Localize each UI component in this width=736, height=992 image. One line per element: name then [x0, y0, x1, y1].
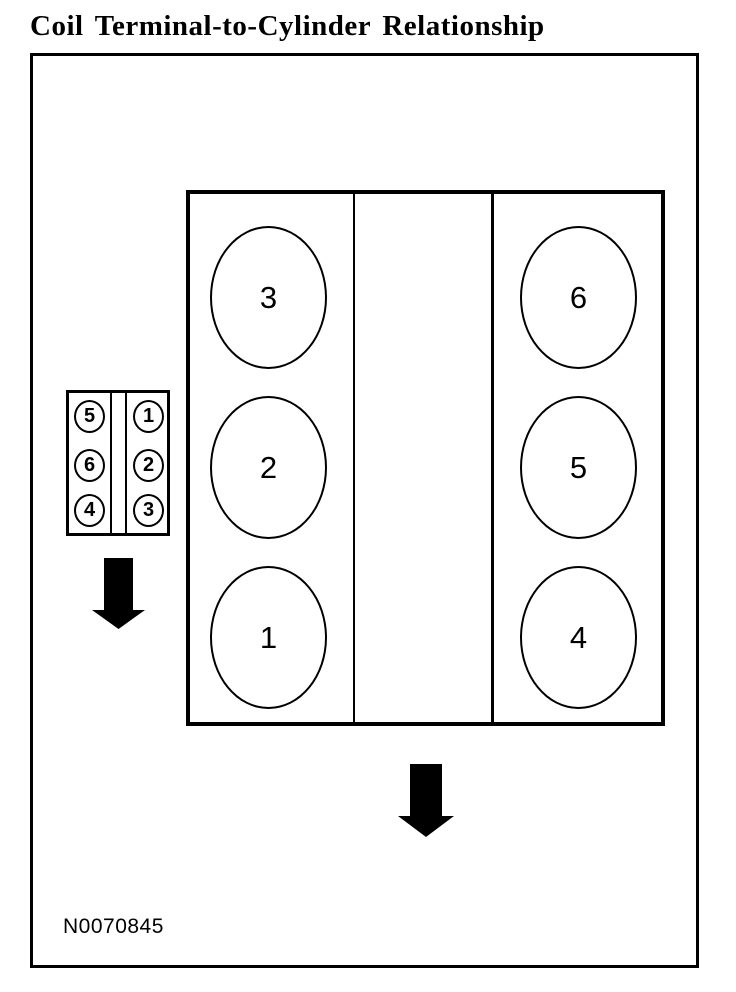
coil-divider-line — [125, 393, 127, 533]
down-arrow-icon — [398, 764, 454, 837]
coil-terminal: 1 — [133, 400, 164, 433]
cylinder: 3 — [210, 226, 327, 369]
cylinder: 4 — [520, 566, 637, 709]
down-arrow-icon — [92, 558, 145, 629]
diagram-border — [30, 53, 699, 968]
coil-terminal: 3 — [133, 494, 164, 527]
engine-bank-line — [353, 194, 355, 722]
engine-bank-line — [491, 194, 494, 722]
coil-terminal: 4 — [74, 494, 105, 527]
coil-terminal: 5 — [74, 400, 105, 433]
cylinder: 5 — [520, 396, 637, 539]
figure-id: N0070845 — [63, 915, 164, 938]
cylinder: 2 — [210, 396, 327, 539]
cylinder: 1 — [210, 566, 327, 709]
page-title: Coil Terminal-to-Cylinder Relationship — [30, 10, 545, 42]
coil-divider-line — [110, 393, 112, 533]
coil-terminal: 6 — [74, 449, 105, 482]
coil-terminal: 2 — [133, 449, 164, 482]
cylinder: 6 — [520, 226, 637, 369]
